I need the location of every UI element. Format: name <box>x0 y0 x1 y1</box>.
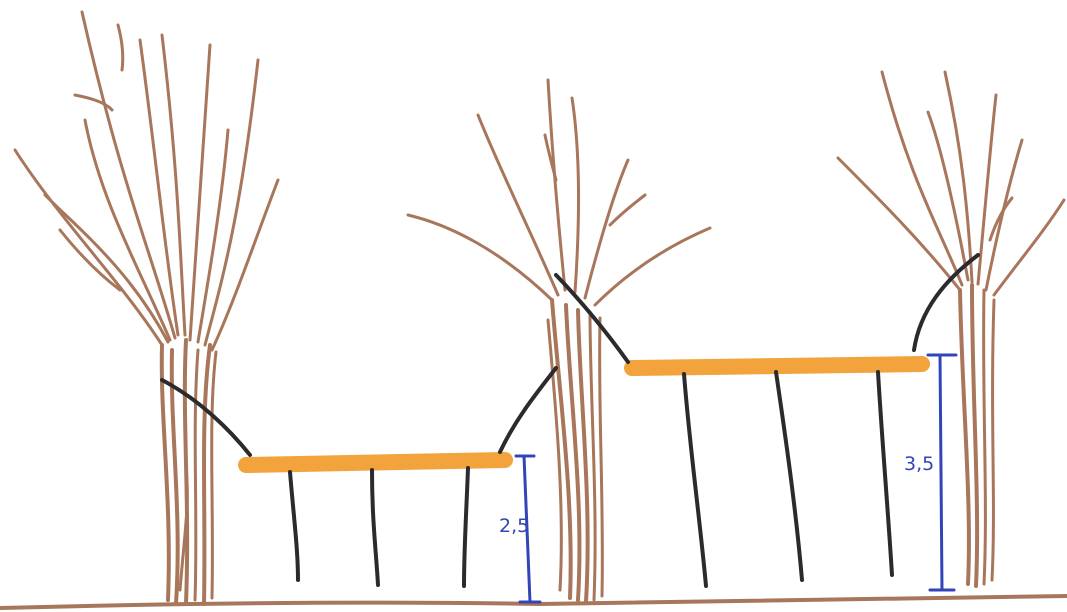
left-platform-plank <box>246 460 505 465</box>
left-platform-leg-2 <box>372 470 378 585</box>
right-height-label: 3,5 <box>904 453 934 475</box>
middle-tree-branches <box>408 80 710 305</box>
left-platform <box>162 368 556 586</box>
right-platform-leg-3 <box>878 372 892 575</box>
right-height-marker: 3,5 <box>904 355 956 590</box>
left-platform-rope-right <box>500 368 556 452</box>
left-platform-leg-3 <box>464 468 468 586</box>
left-tree <box>15 12 278 604</box>
left-height-marker: 2,5 <box>499 456 540 602</box>
left-height-label: 2,5 <box>499 515 529 537</box>
right-platform <box>556 255 978 586</box>
left-tree-branches <box>15 12 278 350</box>
right-platform-leg-2 <box>776 372 802 580</box>
right-tree-trunk <box>960 285 994 586</box>
right-platform-leg-1 <box>684 374 706 586</box>
right-platform-plank <box>632 364 922 368</box>
middle-tree <box>408 80 710 602</box>
left-platform-leg-1 <box>290 472 298 580</box>
right-tree-branches <box>838 72 1064 295</box>
right-platform-rope-right <box>914 255 978 350</box>
right-tree <box>838 72 1064 586</box>
middle-tree-trunk <box>548 300 602 602</box>
left-tree-trunk <box>162 340 216 604</box>
